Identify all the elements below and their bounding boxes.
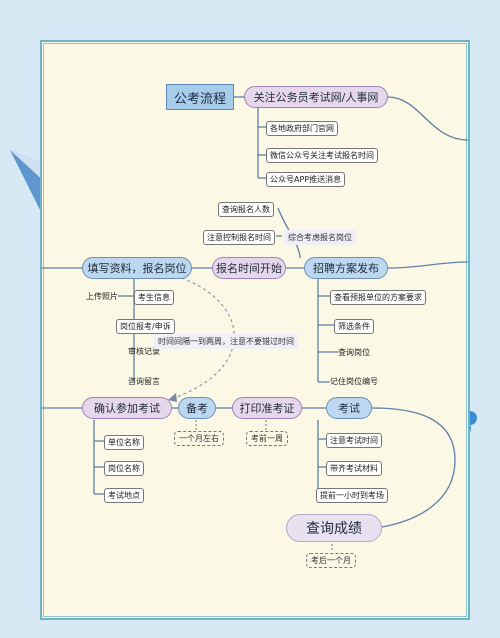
item-position-name: 岗位名称 — [104, 461, 144, 476]
node-confirm-exam: 确认参加考试 — [82, 397, 172, 419]
note-consider-position: 综合考虑报名岗位 — [284, 230, 356, 245]
item-upload-photo: 上传照片 — [86, 292, 118, 301]
note-check-count: 查询报名人数 — [218, 202, 274, 217]
item-apply-position: 岗位报考/申诉 — [116, 319, 175, 334]
flowchart-card-inner-border — [43, 43, 467, 617]
item-query-position: 查询岗位 — [338, 348, 370, 357]
item-check-requirements: 查看预报单位的方案要求 — [330, 290, 426, 305]
node-recruit-plan: 招聘方案发布 — [304, 257, 388, 279]
note-week-before: 考前一周 — [246, 431, 288, 446]
item-exam-location: 考试地点 — [104, 488, 144, 503]
node-follow-exam-site: 关注公务员考试网/人事网 — [244, 86, 388, 108]
list-item-gov-site: 各地政府部门官网 — [266, 121, 338, 136]
node-fill-info: 填写资料，报名岗位 — [82, 257, 192, 279]
item-review-record: 审核记录 — [128, 347, 160, 356]
item-bring-materials: 带齐考试材料 — [326, 461, 382, 476]
node-print-ticket: 打印准考证 — [232, 397, 302, 419]
list-item-wechat: 微信公众号关注考试报名时间 — [266, 148, 378, 163]
item-remember-code: 记住岗位编号 — [330, 377, 378, 386]
note-one-month: 一个月左右 — [174, 431, 224, 446]
node-signup-start: 报名时间开始 — [212, 257, 286, 279]
note-control-time: 注意控制报名时间 — [203, 230, 275, 245]
item-arrive-early: 提前一小时到考场 — [316, 488, 388, 503]
list-item-app-push: 公众号APP推送消息 — [266, 172, 346, 187]
note-interval: 时间间隔一到两周，注意不要错过时间 — [154, 334, 298, 349]
node-prepare: 备考 — [178, 397, 216, 419]
page-title: 公考流程 — [166, 84, 234, 110]
note-month-after: 考后一个月 — [306, 553, 356, 568]
item-unit-name: 单位名称 — [104, 435, 144, 450]
item-exam-time: 注意考试时间 — [326, 433, 382, 448]
node-exam: 考试 — [326, 397, 372, 419]
item-candidate-info: 考生信息 — [134, 290, 174, 305]
item-consult: 咨询留言 — [128, 377, 160, 386]
node-query-score: 查询成绩 — [286, 514, 382, 542]
item-filter: 筛选条件 — [334, 319, 374, 334]
